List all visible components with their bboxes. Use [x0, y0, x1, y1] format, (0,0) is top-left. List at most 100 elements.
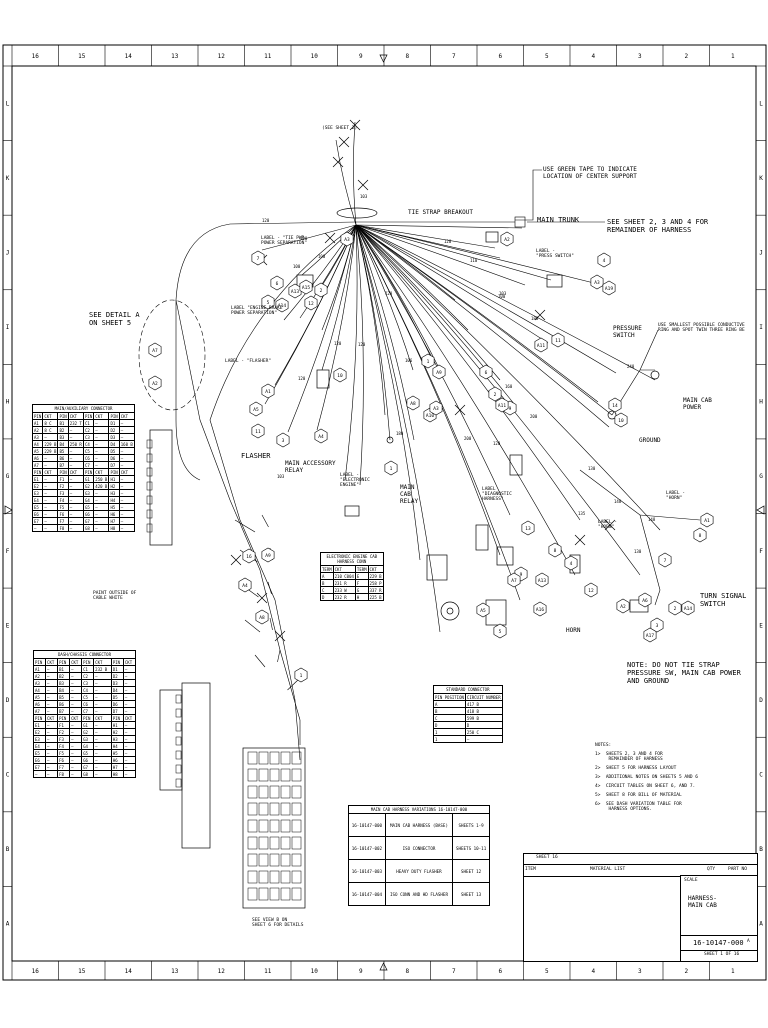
wire-branch [355, 224, 501, 259]
wire-branch [355, 224, 613, 416]
table-cell: A3 [31, 433, 44, 441]
table-cell: — [93, 742, 112, 750]
column-zone-label: 9 [359, 53, 363, 60]
title-scale: SCALE [684, 878, 698, 883]
table-header-cell: CKT [67, 412, 84, 420]
row-zone-label: J [6, 249, 10, 256]
row-zone-label: L [6, 100, 10, 107]
table-cell: H4 [108, 496, 120, 504]
turn-signal-drop [639, 514, 661, 606]
table-header-cell: CKT [118, 412, 136, 420]
callout-bubble: A2 [500, 231, 514, 247]
tree-branch [244, 619, 261, 633]
callout-bubble: A11 [534, 337, 548, 353]
callout-bubble: A1 [700, 512, 714, 528]
fuse-slot [280, 870, 291, 884]
bubble-label: A8 [410, 401, 416, 407]
wire-branch [355, 224, 501, 381]
bubble-outline [614, 412, 628, 428]
callout-bubble: A15 [299, 279, 313, 295]
table-cell: — [45, 700, 59, 708]
table-cell: — [69, 749, 83, 757]
bubble-label: A5 [480, 608, 486, 614]
table-cell: — [93, 763, 112, 771]
pin-table-2-title: DASH/CHASSIS CONNECTOR [33, 650, 136, 658]
table-cell: — [93, 707, 112, 715]
fuse-slot [280, 802, 291, 816]
column-zone-label: 10 [311, 968, 319, 975]
table-cell: — [42, 433, 59, 441]
column-zone-label: 14 [125, 968, 133, 975]
table-cell: F8 [57, 770, 71, 778]
bubble-label: 1 [427, 359, 430, 365]
callout-bubble: 7 [251, 250, 265, 266]
table-cell: — [69, 672, 83, 680]
fuse-slot [269, 836, 280, 850]
table-cell: HEAVY DUTY FLASHER [384, 859, 454, 883]
wire-branch [355, 224, 431, 356]
bubble-label: A9 [265, 553, 271, 559]
table-cell: D4 [108, 440, 120, 448]
table-header-cell: CKT [93, 658, 112, 666]
table-cell: — [67, 510, 84, 518]
table-cell: B [320, 579, 334, 587]
bubble-label: 11 [255, 429, 261, 435]
bubble-outline [479, 364, 493, 380]
table-cell: A7 [31, 461, 44, 469]
table-cell: — [464, 735, 503, 743]
connector-body [475, 524, 489, 551]
callout-bubble: A2 [616, 598, 630, 614]
fuse-slot [247, 785, 258, 799]
fuse-slot [247, 853, 258, 867]
bubble-label: 8 [699, 533, 702, 539]
table-cell: — [32, 770, 47, 778]
fuse-slot [258, 768, 269, 782]
bubble-label: 3 [282, 438, 285, 444]
table-cell: — [122, 665, 137, 673]
callout-bubble: 13 [521, 520, 535, 536]
bubble-outline [261, 547, 275, 563]
table-cell: — [93, 693, 112, 701]
table-cell: H5 [108, 503, 120, 511]
wire-label: 240 [627, 364, 635, 369]
table-cell: CKT [69, 714, 83, 722]
bubble-label: 2 [494, 392, 497, 398]
bubble-label: 1 [300, 673, 303, 679]
column-zone-label: 3 [638, 53, 642, 60]
label-flasher: LABEL - "FLASHER" [225, 359, 272, 364]
table-cell: — [45, 728, 59, 736]
table-cell: — [67, 503, 84, 511]
column-zone-label: 5 [545, 968, 549, 975]
table-cell: — [93, 672, 112, 680]
table-header-cell: PIN [31, 412, 44, 420]
x-mark [256, 592, 268, 604]
table-cell: — [67, 496, 84, 504]
fuse-slot [291, 751, 302, 765]
table-cell: C7 [81, 707, 95, 715]
bubble-outline [261, 294, 275, 310]
callout-bubble: 5 [261, 294, 275, 310]
table-cell: D2 [110, 672, 124, 680]
table-row: A3—B3—C3—D3— [31, 433, 136, 441]
wire-branch [355, 224, 456, 301]
callout-bubble: A9 [261, 547, 275, 563]
table-cell: SHEETS 10-11 [452, 836, 490, 860]
wire-label: 120 [493, 441, 501, 446]
table-cell: — [93, 721, 112, 729]
bubble-label: 13 [525, 526, 531, 532]
bubble-outline [700, 512, 714, 528]
table-cell: — [122, 721, 137, 729]
table-cell: B5 [57, 447, 69, 455]
wire-label: 100 [293, 264, 301, 269]
table-cell: D7 [108, 461, 120, 469]
title-block-header-row [523, 864, 758, 877]
table-cell: G5 [81, 749, 95, 757]
table-cell: C [433, 714, 466, 722]
wire-label: 120 [358, 342, 366, 347]
wire-branch [355, 224, 421, 561]
row-zone-label: C [759, 772, 763, 779]
